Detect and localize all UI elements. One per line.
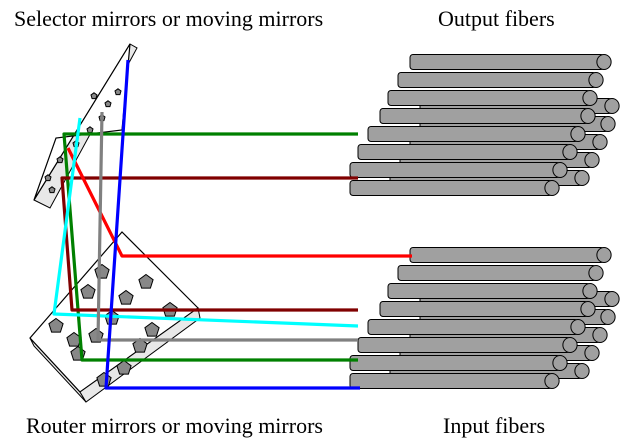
fiber xyxy=(357,337,571,353)
fiber xyxy=(349,162,561,178)
output-fibers-label: Output fibers xyxy=(438,6,555,31)
fiber-end xyxy=(562,144,578,160)
selector-mirrors-label: Selector mirrors or moving mirrors xyxy=(14,6,324,31)
fiber-end xyxy=(574,170,590,186)
fiber-end xyxy=(570,319,586,335)
fiber xyxy=(397,72,597,88)
router-mirror xyxy=(138,273,154,289)
fiber-end xyxy=(552,355,568,371)
selector-mirror xyxy=(90,92,98,100)
fiber xyxy=(379,301,589,317)
fiber-end xyxy=(596,54,612,70)
router-mirrors-label: Router mirrors or moving mirrors xyxy=(26,413,323,438)
beam-red xyxy=(66,147,412,258)
fiber-end xyxy=(580,108,596,124)
router-mirror xyxy=(116,359,132,375)
fiber-end xyxy=(584,152,600,168)
router-mirror xyxy=(48,317,64,333)
fiber xyxy=(397,265,597,281)
fiber xyxy=(387,90,591,106)
fiber-end xyxy=(588,72,604,88)
fiber-end xyxy=(580,301,596,317)
fiber-end xyxy=(570,126,586,142)
fiber-end xyxy=(600,116,616,132)
fiber xyxy=(367,319,579,335)
fiber xyxy=(409,54,605,70)
fiber xyxy=(379,108,589,124)
fiber-end xyxy=(604,98,620,114)
fiber xyxy=(409,247,605,263)
fiber-end xyxy=(600,309,616,325)
light-beams xyxy=(52,59,412,390)
mirror-plates xyxy=(29,43,201,403)
selector-mirror xyxy=(104,100,112,108)
fiber-end xyxy=(544,373,560,389)
fiber-end xyxy=(574,363,590,379)
fiber-end xyxy=(582,90,598,106)
fiber xyxy=(349,180,553,196)
fiber-end xyxy=(562,337,578,353)
beam-dark-red xyxy=(60,176,358,312)
input-fibers-label: Input fibers xyxy=(443,413,546,438)
fiber-end xyxy=(588,265,604,281)
fiber-end xyxy=(592,134,608,150)
beam-green xyxy=(62,132,358,362)
fiber xyxy=(367,126,579,142)
fiber xyxy=(349,373,553,389)
fiber-end xyxy=(552,162,568,178)
router-mirror xyxy=(118,289,134,305)
fiber-end xyxy=(592,327,608,343)
beam-cyan xyxy=(52,117,359,328)
selector-mirror xyxy=(114,88,122,96)
fiber-bundles-front xyxy=(349,54,620,389)
router-mirror xyxy=(80,283,96,299)
beam-blue xyxy=(104,59,360,390)
fiber-end xyxy=(604,291,620,307)
fiber-end xyxy=(596,247,612,263)
fiber-end xyxy=(584,345,600,361)
selector-mirror xyxy=(44,174,52,182)
selector-mirror xyxy=(48,186,56,194)
fiber-end xyxy=(544,180,560,196)
router-mirror xyxy=(132,337,148,353)
fiber xyxy=(387,283,591,299)
selector-mirror xyxy=(56,156,64,164)
beam-gray xyxy=(96,111,358,342)
fiber xyxy=(357,144,571,160)
fiber xyxy=(349,355,561,371)
fiber-end xyxy=(582,283,598,299)
router-mirror xyxy=(144,321,160,337)
